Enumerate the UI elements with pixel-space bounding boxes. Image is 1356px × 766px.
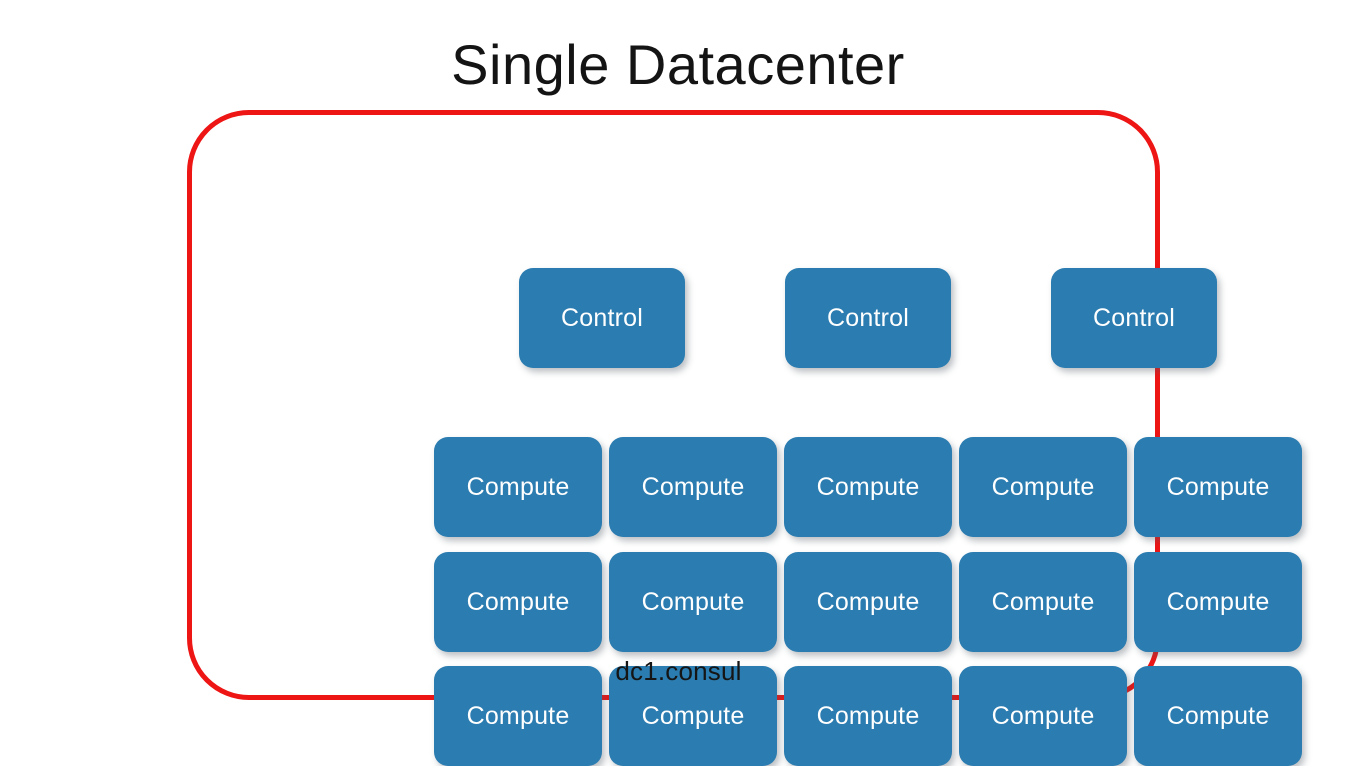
compute-node[interactable]: Compute	[434, 437, 602, 537]
compute-node[interactable]: Compute	[784, 437, 952, 537]
compute-node[interactable]: Compute	[1134, 552, 1302, 652]
compute-node-label: Compute	[641, 472, 745, 501]
control-node-label: Control	[1093, 303, 1175, 332]
control-node-label: Control	[827, 303, 909, 332]
compute-node[interactable]: Compute	[609, 552, 777, 652]
compute-node-label: Compute	[466, 701, 570, 730]
compute-node-label: Compute	[641, 587, 745, 616]
compute-node-label: Compute	[466, 472, 570, 501]
compute-node[interactable]: Compute	[1134, 437, 1302, 537]
page-title: Single Datacenter	[451, 33, 905, 96]
compute-node[interactable]: Compute	[959, 666, 1127, 766]
compute-node[interactable]: Compute	[1134, 666, 1302, 766]
compute-node-label: Compute	[816, 472, 920, 501]
compute-node-label: Compute	[991, 701, 1095, 730]
compute-node[interactable]: Compute	[959, 437, 1127, 537]
compute-node-label: Compute	[991, 472, 1095, 501]
compute-node[interactable]: Compute	[434, 552, 602, 652]
compute-node-label: Compute	[816, 701, 920, 730]
control-node-label: Control	[561, 303, 643, 332]
compute-node-label: Compute	[816, 587, 920, 616]
datacenter-boundary: Control Control Control Compute Compute …	[187, 110, 1302, 766]
compute-node[interactable]: Compute	[609, 666, 777, 766]
datacenter-label: dc1.consul	[615, 656, 742, 686]
compute-node-label: Compute	[1166, 701, 1270, 730]
compute-node-label: Compute	[1166, 472, 1270, 501]
control-node[interactable]: Control	[519, 268, 685, 368]
compute-node-label: Compute	[466, 587, 570, 616]
compute-node[interactable]: Compute	[609, 437, 777, 537]
control-node[interactable]: Control	[1051, 268, 1217, 368]
compute-node-label: Compute	[641, 701, 745, 730]
control-node[interactable]: Control	[785, 268, 951, 368]
compute-node-label: Compute	[1166, 587, 1270, 616]
compute-node[interactable]: Compute	[959, 552, 1127, 652]
compute-node-label: Compute	[991, 587, 1095, 616]
compute-node[interactable]: Compute	[784, 666, 952, 766]
compute-node[interactable]: Compute	[434, 666, 602, 766]
compute-node[interactable]: Compute	[784, 552, 952, 652]
